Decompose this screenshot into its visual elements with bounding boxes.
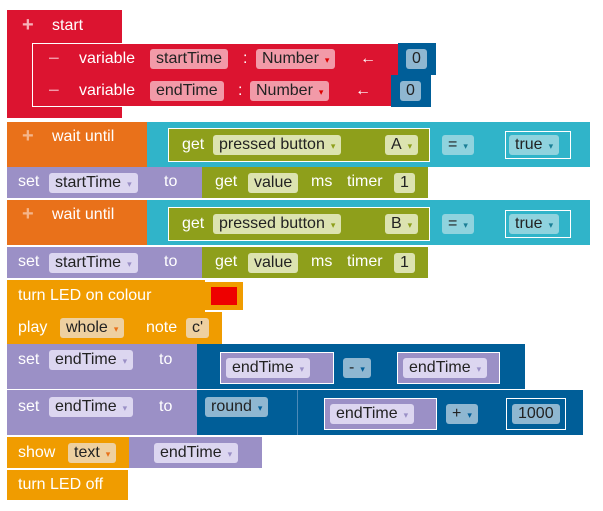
button-dropdown[interactable]: A▾ bbox=[385, 135, 419, 155]
turn-led-off-block[interactable] bbox=[7, 470, 128, 500]
start-label: start bbox=[52, 17, 84, 34]
to-label: to bbox=[159, 398, 173, 415]
variable-name-field[interactable]: startTime bbox=[150, 49, 229, 69]
turn-led-on-block[interactable] bbox=[7, 280, 205, 312]
get-label: get bbox=[182, 215, 205, 232]
variable-dropdown[interactable]: endTime▾ bbox=[49, 397, 134, 417]
variable-keyword: variable bbox=[79, 50, 136, 67]
duration-dropdown[interactable]: whole▾ bbox=[60, 318, 125, 338]
colon: : bbox=[238, 82, 243, 99]
get-label: get bbox=[215, 173, 238, 190]
operator-dropdown[interactable]: =▾ bbox=[442, 135, 474, 155]
wait-until-block[interactable] bbox=[7, 122, 147, 167]
to-label: to bbox=[164, 173, 178, 190]
ms-label: ms bbox=[311, 173, 333, 190]
round-dropdown[interactable]: round▾ bbox=[205, 397, 269, 417]
value-dropdown[interactable]: value bbox=[248, 253, 299, 273]
remove-icon[interactable]: − bbox=[48, 80, 60, 102]
set-label: set bbox=[18, 173, 40, 190]
operator-dropdown[interactable]: =▾ bbox=[442, 214, 474, 234]
property-dropdown[interactable]: pressed button▾ bbox=[213, 214, 342, 234]
variable-dropdown[interactable]: endTime▾ bbox=[49, 350, 134, 370]
show-label: show bbox=[18, 444, 56, 461]
button-dropdown[interactable]: B▾ bbox=[385, 214, 419, 234]
assign-arrow: ← bbox=[360, 50, 376, 67]
variable-dropdown[interactable]: endTime▾ bbox=[330, 404, 415, 424]
timer-number[interactable]: 1 bbox=[394, 173, 415, 193]
boolean-dropdown[interactable]: true▾ bbox=[509, 135, 560, 155]
variable-keyword: variable bbox=[79, 82, 136, 99]
remove-icon[interactable]: − bbox=[48, 48, 60, 70]
property-dropdown[interactable]: pressed button▾ bbox=[213, 135, 342, 155]
variable-name-field[interactable]: endTime bbox=[150, 81, 224, 101]
wait-until-label: wait until bbox=[52, 206, 115, 223]
type-dropdown[interactable]: Number▾ bbox=[256, 49, 336, 69]
note-field[interactable]: c' bbox=[186, 318, 210, 338]
operator-dropdown[interactable]: -▾ bbox=[343, 358, 371, 378]
variable-dropdown[interactable]: startTime▾ bbox=[49, 253, 138, 273]
timer-block[interactable] bbox=[202, 247, 428, 278]
type-dropdown[interactable]: Number▾ bbox=[250, 81, 330, 101]
operator-dropdown[interactable]: +▾ bbox=[446, 404, 478, 424]
number-field[interactable]: 0 bbox=[406, 49, 427, 69]
variable-dropdown[interactable]: endTime▾ bbox=[403, 358, 488, 378]
note-label: note bbox=[146, 319, 178, 336]
to-label: to bbox=[159, 351, 173, 368]
wait-until-label: wait until bbox=[52, 128, 115, 145]
to-label: to bbox=[164, 253, 178, 270]
set-label: set bbox=[18, 253, 40, 270]
number-field[interactable]: 0 bbox=[400, 81, 421, 101]
get-label: get bbox=[182, 136, 205, 153]
get-label: get bbox=[215, 253, 238, 270]
colon: : bbox=[243, 50, 248, 67]
boolean-dropdown[interactable]: true▾ bbox=[509, 214, 560, 234]
timer-block[interactable] bbox=[202, 167, 428, 198]
variable-dropdown[interactable]: endTime▾ bbox=[226, 358, 311, 378]
timer-number[interactable]: 1 bbox=[394, 253, 415, 273]
turn-led-on-label: turn LED on colour bbox=[18, 287, 152, 304]
colour-swatch[interactable] bbox=[211, 287, 237, 305]
play-label: play bbox=[18, 319, 48, 336]
timer-label: timer bbox=[347, 173, 383, 190]
variable-dropdown[interactable]: endTime▾ bbox=[154, 443, 239, 463]
set-label: set bbox=[18, 398, 40, 415]
expand-icon[interactable]: + bbox=[22, 14, 34, 36]
show-type-dropdown[interactable]: text▾ bbox=[68, 443, 117, 463]
set-label: set bbox=[18, 351, 40, 368]
assign-arrow: ← bbox=[355, 82, 371, 99]
expand-icon[interactable]: + bbox=[22, 125, 34, 147]
wait-until-block[interactable] bbox=[7, 200, 147, 245]
turn-led-off-label: turn LED off bbox=[18, 476, 104, 493]
ms-label: ms bbox=[311, 253, 333, 270]
value-dropdown[interactable]: value bbox=[248, 173, 299, 193]
expand-icon[interactable]: + bbox=[22, 203, 34, 225]
timer-label: timer bbox=[347, 253, 383, 270]
number-field[interactable]: 1000 bbox=[512, 404, 560, 424]
variable-dropdown[interactable]: startTime▾ bbox=[49, 173, 138, 193]
